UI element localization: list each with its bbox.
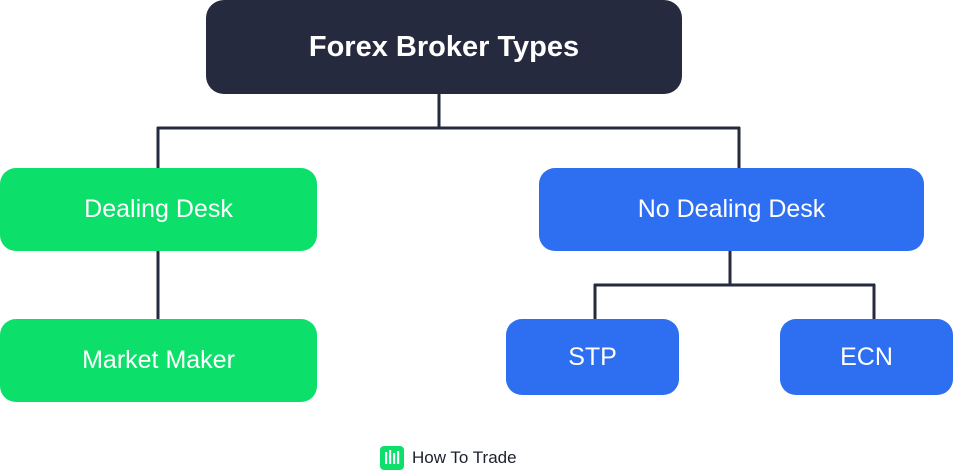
bar-chart-logo-icon [380,446,404,470]
market-maker-node: Market Maker [0,319,317,402]
dealing-desk-label: Dealing Desk [84,195,233,223]
ecn-node: ECN [780,319,953,395]
no-dealing-desk-label: No Dealing Desk [637,195,826,223]
stp-node: STP [506,319,679,395]
ecn-label: ECN [840,342,893,371]
brand-name: How To Trade [412,448,517,467]
no-dealing-desk-node: No Dealing Desk [539,168,924,251]
dealing-desk-node: Dealing Desk [0,168,317,251]
brand-footer: How To Trade [380,446,517,470]
diagram-title: Forex Broker Types [308,30,580,63]
stp-label: STP [568,342,617,371]
root-node: Forex Broker Types [206,0,682,94]
market-maker-label: Market Maker [82,346,235,374]
